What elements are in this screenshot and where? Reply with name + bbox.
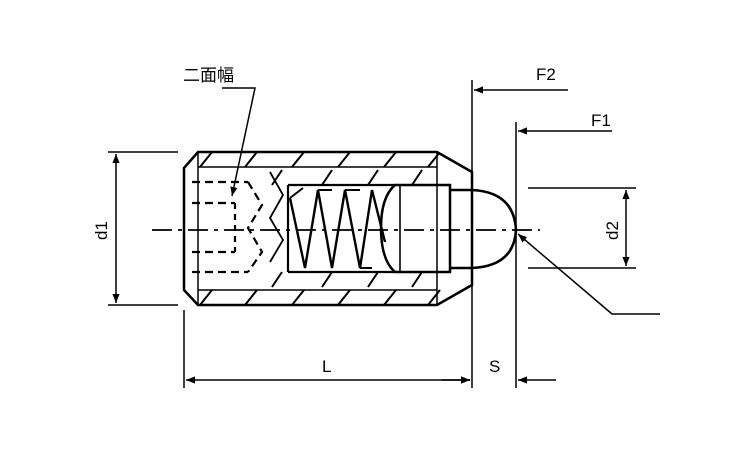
dimension-lines xyxy=(112,86,630,384)
plunger-dome xyxy=(450,188,518,270)
spring-bore xyxy=(268,171,395,274)
f2-label: F2 xyxy=(536,65,556,84)
leader-lines xyxy=(222,87,660,315)
spring xyxy=(288,187,387,269)
hex-socket-hidden xyxy=(192,180,264,274)
bore-hatching xyxy=(271,169,423,288)
d1-label: d1 xyxy=(92,221,111,240)
width-across-flats-label: 二面幅 xyxy=(183,66,234,86)
thread-hatching xyxy=(199,152,441,305)
plunger-tip-leader xyxy=(517,233,660,315)
extension-lines xyxy=(108,80,636,388)
width-across-flats-leader xyxy=(222,87,256,197)
plunger-cylinder xyxy=(379,183,452,274)
plunger-pin xyxy=(379,183,518,274)
d2-label: d2 xyxy=(603,221,622,240)
f1-label: F1 xyxy=(591,111,611,130)
l-label: L xyxy=(322,357,331,376)
s-label: S xyxy=(489,357,500,376)
